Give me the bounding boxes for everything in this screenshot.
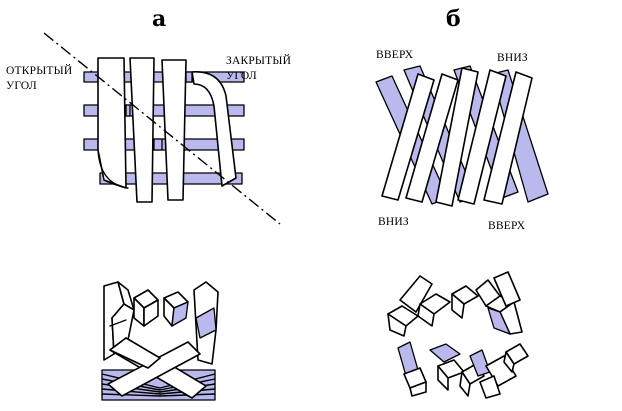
b-upper-cube-3-front [451, 293, 465, 319]
diagonal-white-strip-2 [405, 73, 459, 203]
panel-a-weave-figure [43, 32, 281, 225]
down-label-top: ВНИЗ [497, 52, 528, 64]
b-upper-strip-3 [493, 271, 521, 307]
panel-b-diagonal-weave-figure [375, 65, 549, 207]
b-upper-cube-2-front [417, 303, 435, 327]
b-lower-cube-3-front [459, 371, 471, 397]
closed-corner-label-line1: ЗАКРЫТЫЙ [226, 53, 291, 67]
diagonal-fold-line [43, 32, 281, 225]
diagonal-blue-strip-4 [491, 69, 549, 203]
up-label-bottom: ВВЕРХ [488, 220, 526, 232]
weave-crossing [125, 104, 131, 117]
b-lower-cube-1-front [409, 381, 427, 397]
panel-a-folded-figure [101, 281, 219, 401]
crossing-strip-a-over [109, 337, 161, 369]
b-lower-blue-strip-2 [429, 343, 461, 363]
panel-b-header: б [446, 6, 461, 32]
b-upper-cube-1-front [387, 313, 407, 337]
vertical-strip-4-closed-corner [191, 71, 237, 187]
diagonal-white-strip-1 [381, 73, 435, 201]
weave-crossing [185, 71, 193, 83]
fan-line [101, 393, 161, 397]
vertical-strip-2 [129, 57, 155, 203]
open-corner-fold-inner [103, 179, 127, 189]
down-label-bottom: ВНИЗ [378, 216, 409, 228]
vertical-strip-3 [161, 59, 187, 201]
panel-a-header: а [152, 6, 166, 32]
fold-cube-2-right [171, 301, 189, 327]
b-upper-strip-1 [399, 275, 433, 313]
b-lower-cube-4-front [503, 351, 515, 373]
open-corner-label-line1: ОТКРЫТЫЙ [6, 63, 72, 77]
weave-crossing [153, 138, 163, 151]
closed-corner-label-line2: УГОЛ [226, 70, 257, 82]
b-lower-strip-5 [479, 375, 501, 399]
diagonal-white-strip-4 [457, 69, 507, 205]
crossing-strip-b [107, 341, 201, 397]
up-label-top: ВВЕРХ [376, 49, 414, 61]
panel-b-folded-figure [387, 271, 529, 399]
fold-cube-right [143, 299, 159, 327]
horizontal-strip-3 [83, 138, 245, 151]
b-lower-cube-2-front [437, 365, 449, 391]
right-upright-blue [195, 307, 217, 339]
open-corner-label-line2: УГОЛ [6, 80, 37, 92]
diagonal-white-strip-5 [483, 71, 533, 205]
fold-crease [109, 319, 127, 327]
diagonal-white-strip-3 [435, 67, 479, 207]
b-upper-blue-face [487, 307, 511, 335]
